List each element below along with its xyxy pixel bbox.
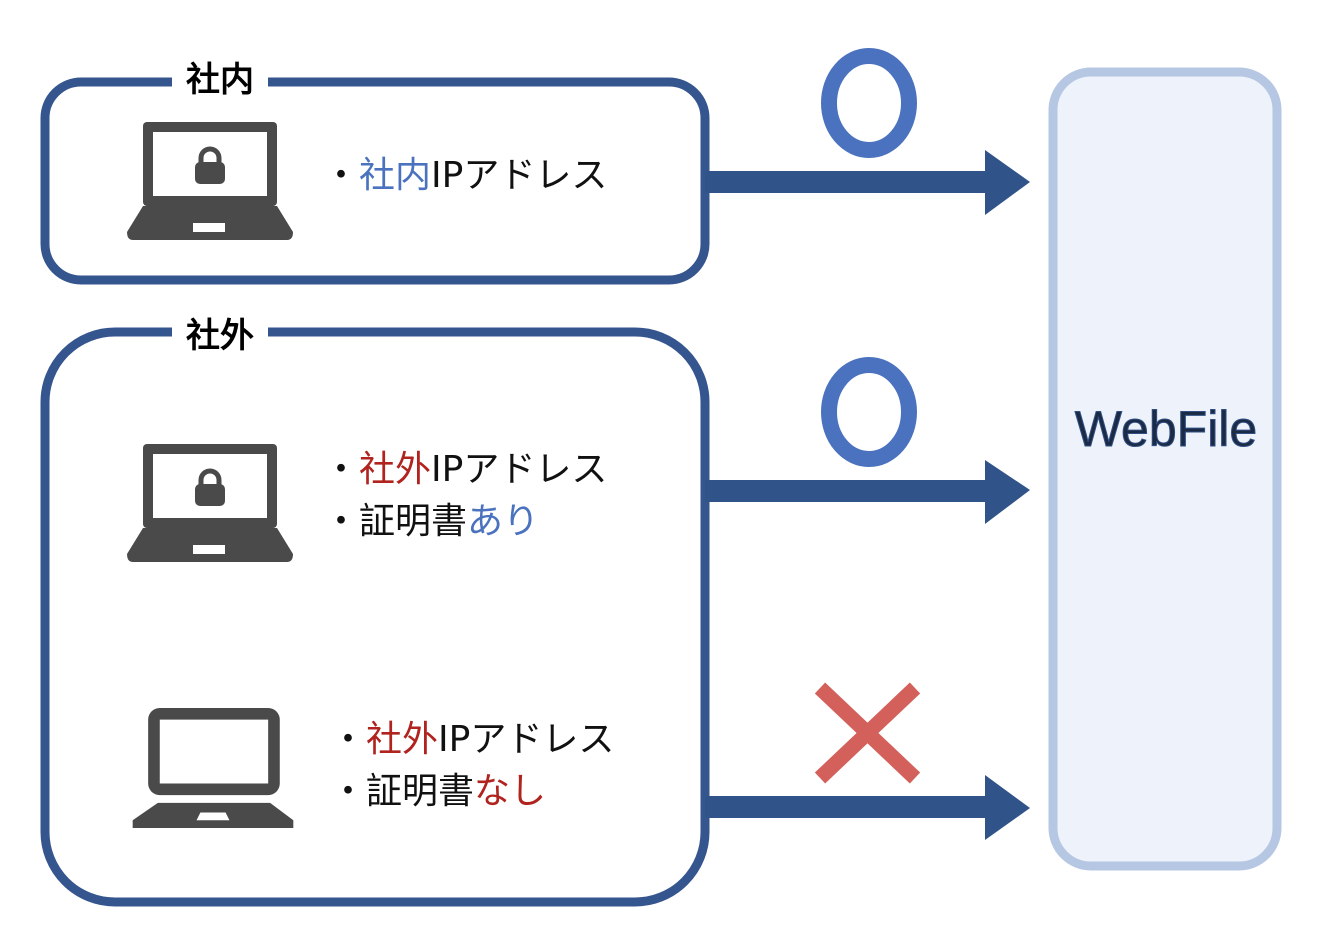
highlight-external: 社外 bbox=[366, 719, 439, 760]
allowed-mark-icon bbox=[821, 48, 917, 158]
condition-text: IPアドレス bbox=[431, 449, 608, 490]
condition-text: 証明書 bbox=[359, 501, 468, 542]
bullet: ・ bbox=[323, 449, 360, 490]
laptop-lock-icon bbox=[127, 444, 293, 562]
condition-line: ・社外IPアドレス bbox=[323, 444, 607, 496]
bullet: ・ bbox=[323, 501, 360, 542]
condition-line: ・社内IPアドレス bbox=[323, 150, 607, 202]
laptop-icon bbox=[132, 708, 294, 828]
client-external-nocert-conditions: ・社外IPアドレス ・証明書なし bbox=[330, 714, 614, 818]
condition-text: IPアドレス bbox=[438, 719, 615, 760]
laptop-lock-icon bbox=[127, 122, 293, 240]
arrow-internal bbox=[705, 150, 1030, 215]
condition-line: ・証明書あり bbox=[323, 496, 607, 548]
highlight-cert-no: なし bbox=[474, 771, 547, 812]
denied-mark-icon bbox=[814, 682, 921, 784]
client-external-cert-conditions: ・社外IPアドレス ・証明書あり bbox=[323, 444, 607, 548]
arrow-external-cert bbox=[705, 460, 1030, 524]
group-title-internal: 社内 bbox=[172, 60, 268, 100]
webfile-server-label: WebFile bbox=[1074, 401, 1258, 458]
condition-text: 証明書 bbox=[366, 771, 475, 812]
highlight-external: 社外 bbox=[359, 449, 432, 490]
condition-text: IPアドレス bbox=[431, 155, 608, 196]
group-title-external: 社外 bbox=[172, 316, 268, 356]
bullet: ・ bbox=[323, 155, 360, 196]
highlight-cert-yes: あり bbox=[467, 501, 540, 542]
arrow-external-nocert bbox=[705, 775, 1030, 840]
condition-line: ・社外IPアドレス bbox=[330, 714, 614, 766]
bullet: ・ bbox=[330, 719, 367, 760]
webfile-server-box bbox=[1048, 67, 1282, 871]
bullet: ・ bbox=[330, 771, 367, 812]
highlight-internal: 社内 bbox=[359, 155, 432, 196]
condition-line: ・証明書なし bbox=[330, 766, 614, 818]
client-internal-conditions: ・社内IPアドレス bbox=[323, 150, 607, 202]
allowed-mark-icon bbox=[821, 357, 917, 467]
